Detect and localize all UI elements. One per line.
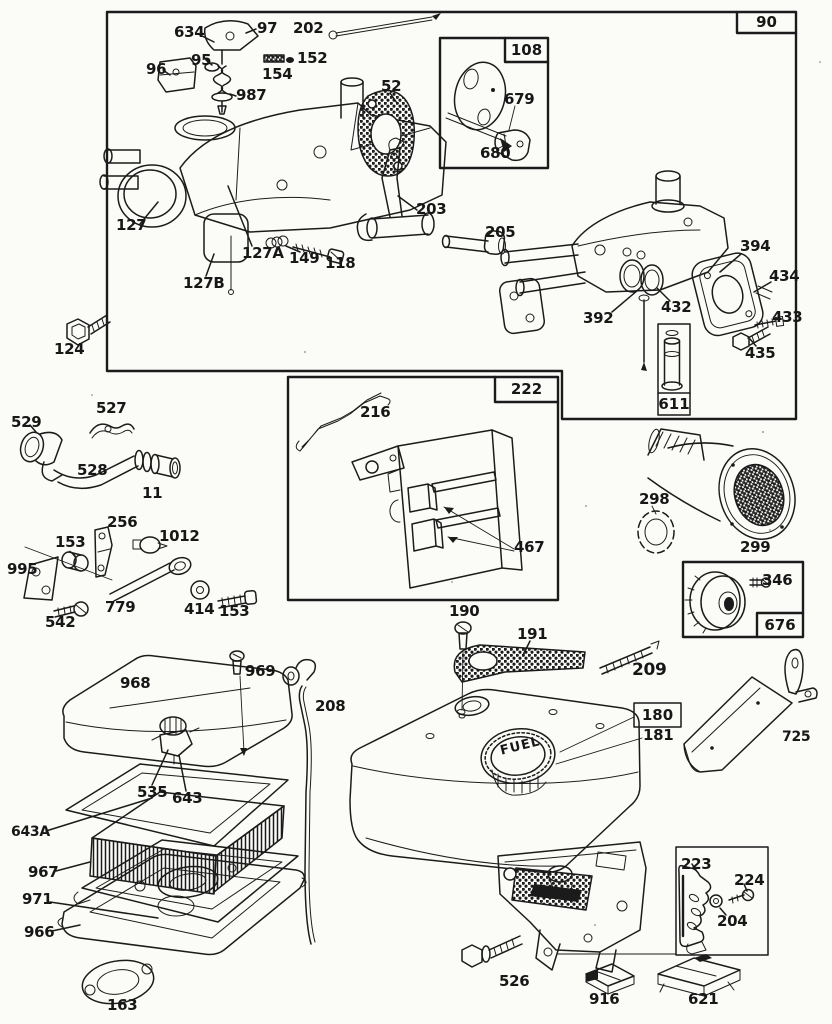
air-filter-stack-drawing	[57, 650, 307, 1005]
governor-linkage-drawing	[23, 526, 258, 618]
knob-inset-drawing	[684, 571, 772, 634]
section-label-control-bracket-inset: 222	[510, 380, 543, 398]
tank-bracket-drawing	[461, 841, 677, 973]
section-label-tank-callout: 180	[641, 705, 674, 724]
latch-bracket-drawing	[678, 864, 755, 955]
primer-inset-drawing	[445, 61, 531, 162]
breather-hose-drawing	[19, 423, 181, 490]
fuel-tank-drawing	[349, 688, 641, 900]
heat-shield-drawing	[683, 648, 818, 773]
tank-guard-drawing	[453, 621, 660, 765]
fuel-line-drawing	[282, 658, 317, 945]
section-label-main: 90	[756, 13, 777, 31]
scan-speckles	[91, 61, 821, 926]
clips-drawing	[585, 954, 741, 997]
control-bracket-inset-drawing	[295, 392, 523, 589]
carburetor-upper-drawing	[66, 13, 506, 346]
section-label-knob-inset: 676	[764, 615, 796, 634]
air-cleaner-drawing	[637, 428, 796, 554]
section-frames	[105, 10, 805, 956]
section-label-primer-inset: 108	[510, 40, 543, 59]
section-label-jet-tube-inset: 611	[658, 394, 690, 413]
leader-lines	[29, 28, 772, 932]
carburetor-lower-drawing	[498, 170, 785, 391]
